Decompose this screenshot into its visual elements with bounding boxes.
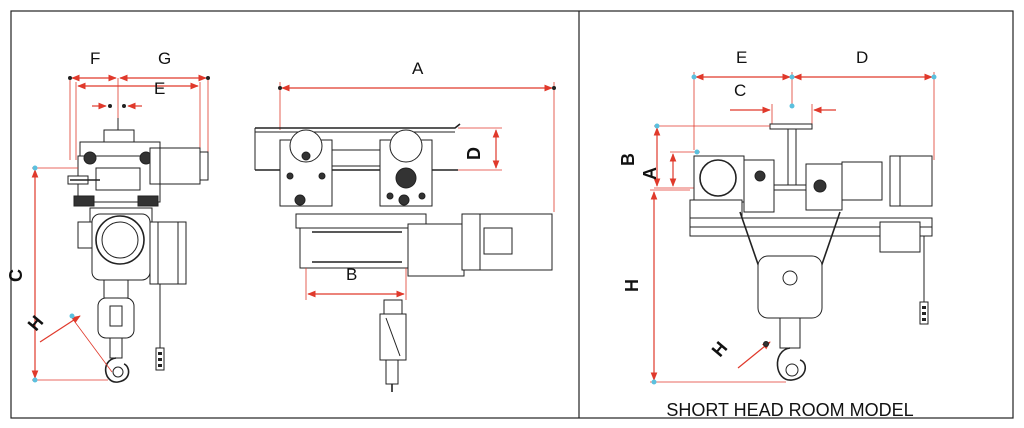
- label-c: C: [6, 269, 26, 282]
- label-h2-short: H: [708, 338, 732, 361]
- caption-short-head-room: SHORT HEAD ROOM MODEL: [666, 400, 913, 420]
- outer-frame: [10, 10, 1014, 419]
- label-b-short: B: [618, 153, 638, 166]
- label-e-short: E: [736, 48, 747, 67]
- front-view-drawing: [254, 82, 556, 392]
- label-f: F: [90, 49, 100, 68]
- label-a-short: A: [640, 167, 660, 180]
- short-head-room-drawing: [650, 72, 937, 385]
- side-view-drawing: [31, 74, 210, 383]
- label-d: D: [464, 147, 484, 160]
- label-c-short: C: [734, 81, 746, 100]
- label-e: E: [154, 79, 165, 98]
- label-h-short: H: [622, 279, 642, 292]
- label-b: B: [346, 265, 357, 284]
- label-g: G: [158, 49, 171, 68]
- label-h: H: [24, 312, 48, 335]
- label-d-short: D: [856, 48, 868, 67]
- label-a: A: [412, 59, 424, 78]
